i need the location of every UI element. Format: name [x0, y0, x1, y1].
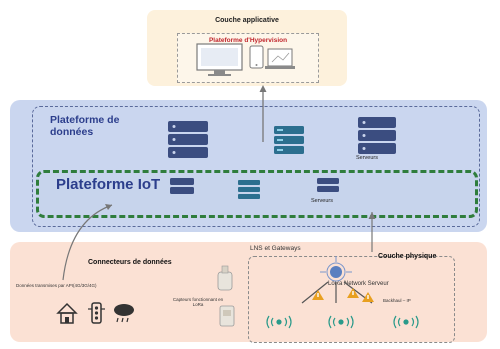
data-platform-title: Plateforme de données — [50, 114, 119, 138]
gateway-warning-icon — [347, 288, 359, 298]
sensors-label-line1: Capteurs fonctionnant en — [172, 297, 224, 302]
gateway-warning-icon — [312, 290, 324, 300]
iot-servers-label: Serveurs — [311, 198, 334, 204]
server-rack-icon — [317, 178, 339, 192]
data-platform-title-line2: données — [50, 126, 94, 138]
lns-gateways-box — [248, 256, 455, 343]
iot-platform-box — [36, 170, 478, 218]
server-rack-icon — [358, 117, 396, 154]
data-platform-inner-border — [32, 106, 480, 227]
data-servers-label: Serveurs — [356, 155, 379, 161]
wireless-signal-icon — [328, 315, 354, 329]
application-layer-title: Couche applicative — [215, 17, 279, 24]
gateway-warning-icon — [362, 292, 374, 302]
weather-cloud-icon — [114, 304, 134, 323]
connectors-label: Connecteurs de données — [88, 259, 172, 266]
backhaul-label: Backhaul – IP — [383, 298, 411, 303]
traffic-light-icon — [88, 302, 105, 324]
sensor-device-icon — [219, 305, 235, 327]
server-rack-icon — [168, 121, 208, 158]
physical-layer-label: Couche physique — [378, 253, 437, 260]
iot-platform-title: Plateforme IoT — [56, 176, 161, 193]
lora-network-server-icon — [320, 256, 352, 282]
server-stack-teal-icon — [274, 126, 304, 154]
lns-gateways-label: LNS et Gateways — [250, 245, 301, 252]
monitor-icon — [196, 43, 243, 76]
lora-network-server-label: LoRa Network Serveur — [328, 281, 389, 287]
sensors-label-line2: LoRa — [192, 302, 204, 307]
up-arrow-icon — [259, 85, 267, 142]
application-layer: Couche applicative Plateforme d'Hypervis… — [147, 10, 347, 86]
tablet-icon — [249, 45, 264, 69]
server-rack-icon — [170, 178, 194, 194]
server-stack-teal-icon — [238, 180, 260, 199]
data-platform-title-line1: Plateforme de — [50, 114, 120, 126]
connectors-subtitle: Données transmises par API(4G/3G/4G) — [16, 283, 97, 288]
hypervision-title: Plateforme d'Hypervision — [208, 37, 288, 44]
connector-curve-arrow — [62, 204, 113, 281]
wireless-signal-icon — [266, 315, 292, 329]
down-arrow-icon — [368, 212, 376, 252]
sensor-device-icon — [217, 265, 233, 291]
wireless-signal-icon — [393, 315, 419, 329]
home-icon — [56, 302, 78, 324]
laptop-icon — [265, 48, 295, 69]
sensors-label: Capteurs fonctionnant en LoRa — [158, 297, 238, 307]
